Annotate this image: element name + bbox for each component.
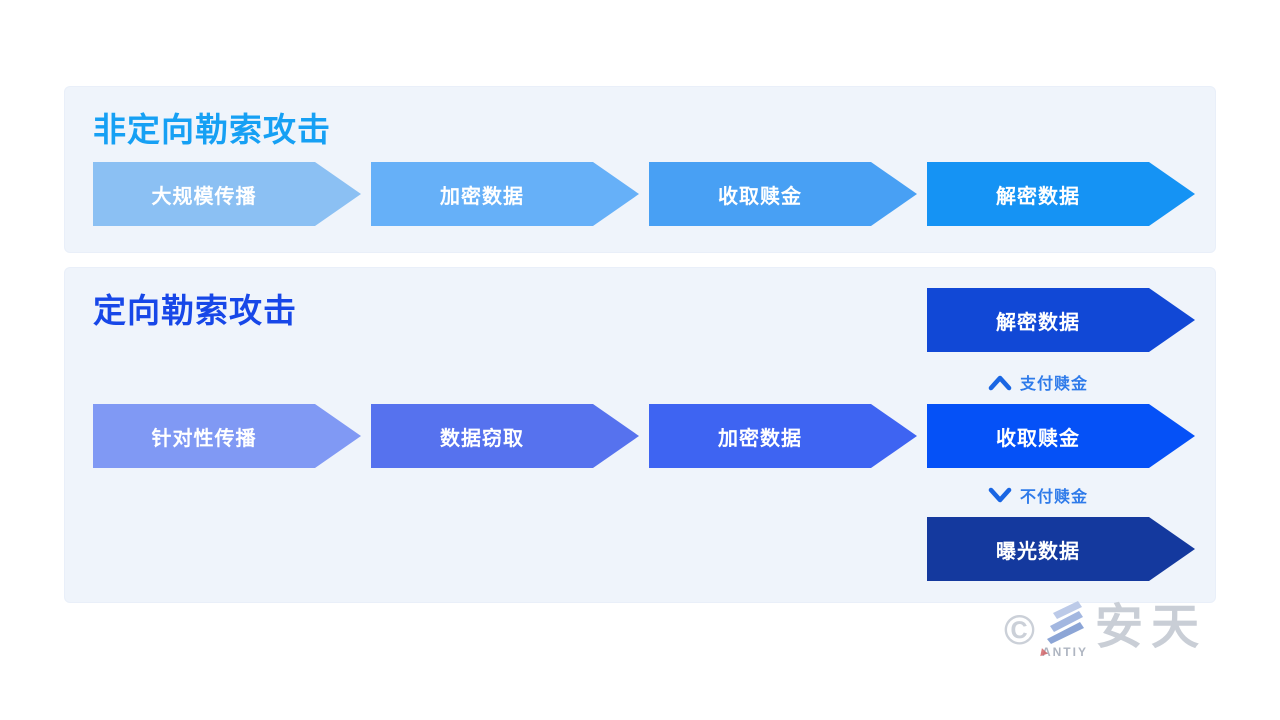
copyright-icon: © (1004, 606, 1035, 653)
panel-targeted-attack: 定向勒索攻击 解密数据 支付赎金 针对性传播 数据窃取 加密数据 收取赎金 不付… (64, 267, 1216, 603)
untargeted-attack-title: 非定向勒索攻击 (93, 111, 331, 148)
flow-step-encrypt-data: 加密数据 (371, 162, 639, 226)
branch-label-pay-text: 支付赎金 (1019, 376, 1088, 393)
flow-step-collect-ransom-targeted: 收取赎金 (927, 404, 1195, 468)
branch-label-no-ransom-text: 不付赎金 (1019, 489, 1088, 506)
targeted-flow-row: 针对性传播 数据窃取 加密数据 收取赎金 (93, 404, 1195, 468)
branch-label-no-ransom: 不付赎金 (927, 484, 1149, 506)
antiy-swoosh-icon (1046, 600, 1084, 644)
chevron-down-icon (988, 487, 1012, 502)
flow-step-decrypt-data: 解密数据 (927, 162, 1195, 226)
targeted-attack-title: 定向勒索攻击 (93, 292, 297, 329)
antiy-logo-block: ANTIY (1038, 599, 1091, 658)
flow-step-expose-data: 曝光数据 (927, 517, 1195, 581)
flow-step-mass-spread: 大规模传播 (93, 162, 361, 226)
flow-step-encrypt-data-targeted: 加密数据 (649, 404, 917, 468)
chevron-up-icon (988, 375, 1012, 390)
panel-untargeted-attack: 非定向勒索攻击 大规模传播 加密数据 收取赎金 解密数据 (64, 86, 1216, 253)
antiy-logo-red-accent (1038, 646, 1048, 656)
untargeted-flow-row: 大规模传播 加密数据 收取赎金 解密数据 (93, 162, 1195, 226)
flow-step-collect-ransom: 收取赎金 (649, 162, 917, 226)
flow-step-decrypt-data-branch: 解密数据 (927, 288, 1195, 352)
antiy-brand-text: ANTIY (1038, 646, 1088, 658)
flow-step-data-theft: 数据窃取 (371, 404, 639, 468)
antiy-brand-chinese: 安天 (1094, 601, 1207, 654)
antiy-watermark-logo: © ANTIY 安天 (1004, 596, 1216, 660)
branch-label-pay-ransom: 支付赎金 (927, 371, 1149, 393)
flow-step-targeted-spread: 针对性传播 (93, 404, 361, 468)
